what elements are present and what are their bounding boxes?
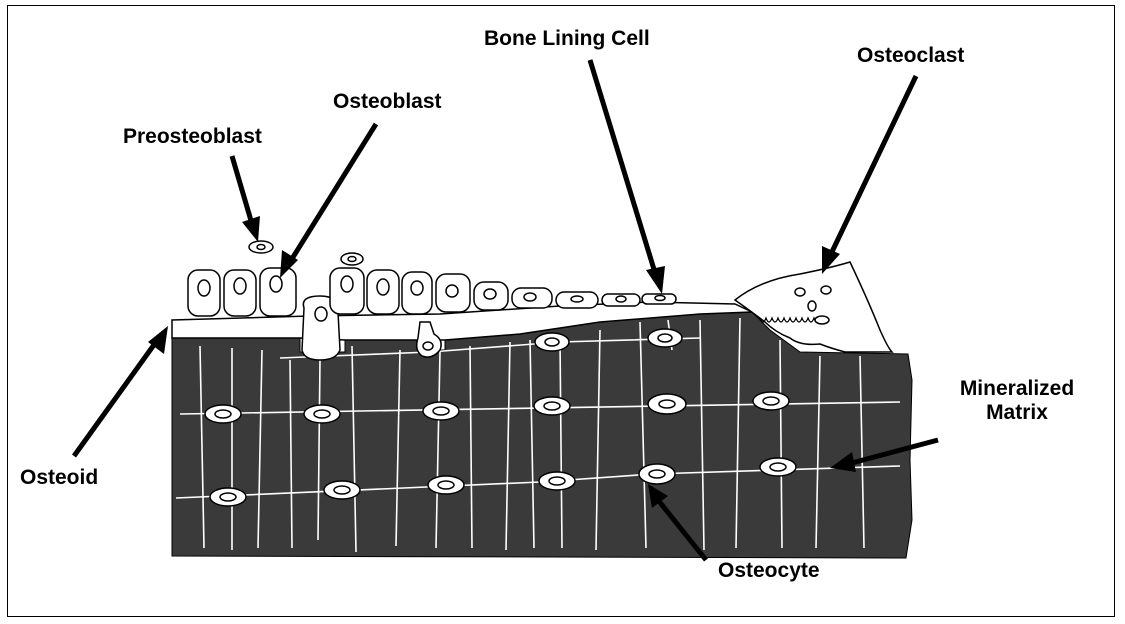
osteocyte-cell	[423, 402, 459, 420]
arrow-osteoid	[74, 326, 168, 456]
label-osteocyte: Osteocyte	[718, 559, 820, 583]
osteocyte-cell	[760, 458, 796, 476]
osteocyte-cell	[205, 405, 241, 423]
label-mineralized-matrix: Mineralized Matrix	[942, 377, 1092, 425]
preosteoblasts	[249, 241, 363, 265]
osteocyte-cell	[210, 488, 246, 506]
arrow-osteoclast	[822, 76, 916, 274]
label-osteoid: Osteoid	[20, 466, 98, 490]
label-osteoblast: Osteoblast	[333, 90, 442, 114]
osteocyte-cell	[535, 333, 569, 351]
osteocyte-cell	[428, 476, 464, 494]
osteocyte-cell	[648, 394, 686, 414]
arrow-osteoblast	[280, 124, 376, 278]
osteocyte-cell	[639, 464, 675, 484]
arrow-bone-lining-cell	[590, 60, 665, 294]
label-osteoclast: Osteoclast	[857, 44, 964, 68]
label-preosteoblast: Preosteoblast	[123, 125, 262, 149]
osteocyte-cell	[304, 405, 340, 423]
label-bone-lining-cell: Bone Lining Cell	[484, 27, 650, 51]
osteocyte-cell	[753, 392, 789, 410]
osteocyte-cell	[324, 481, 360, 499]
osteocyte-cell	[648, 329, 682, 347]
arrow-preosteoblast	[232, 156, 260, 242]
osteocyte-cell	[534, 397, 570, 415]
osteocyte-cell	[539, 472, 575, 490]
